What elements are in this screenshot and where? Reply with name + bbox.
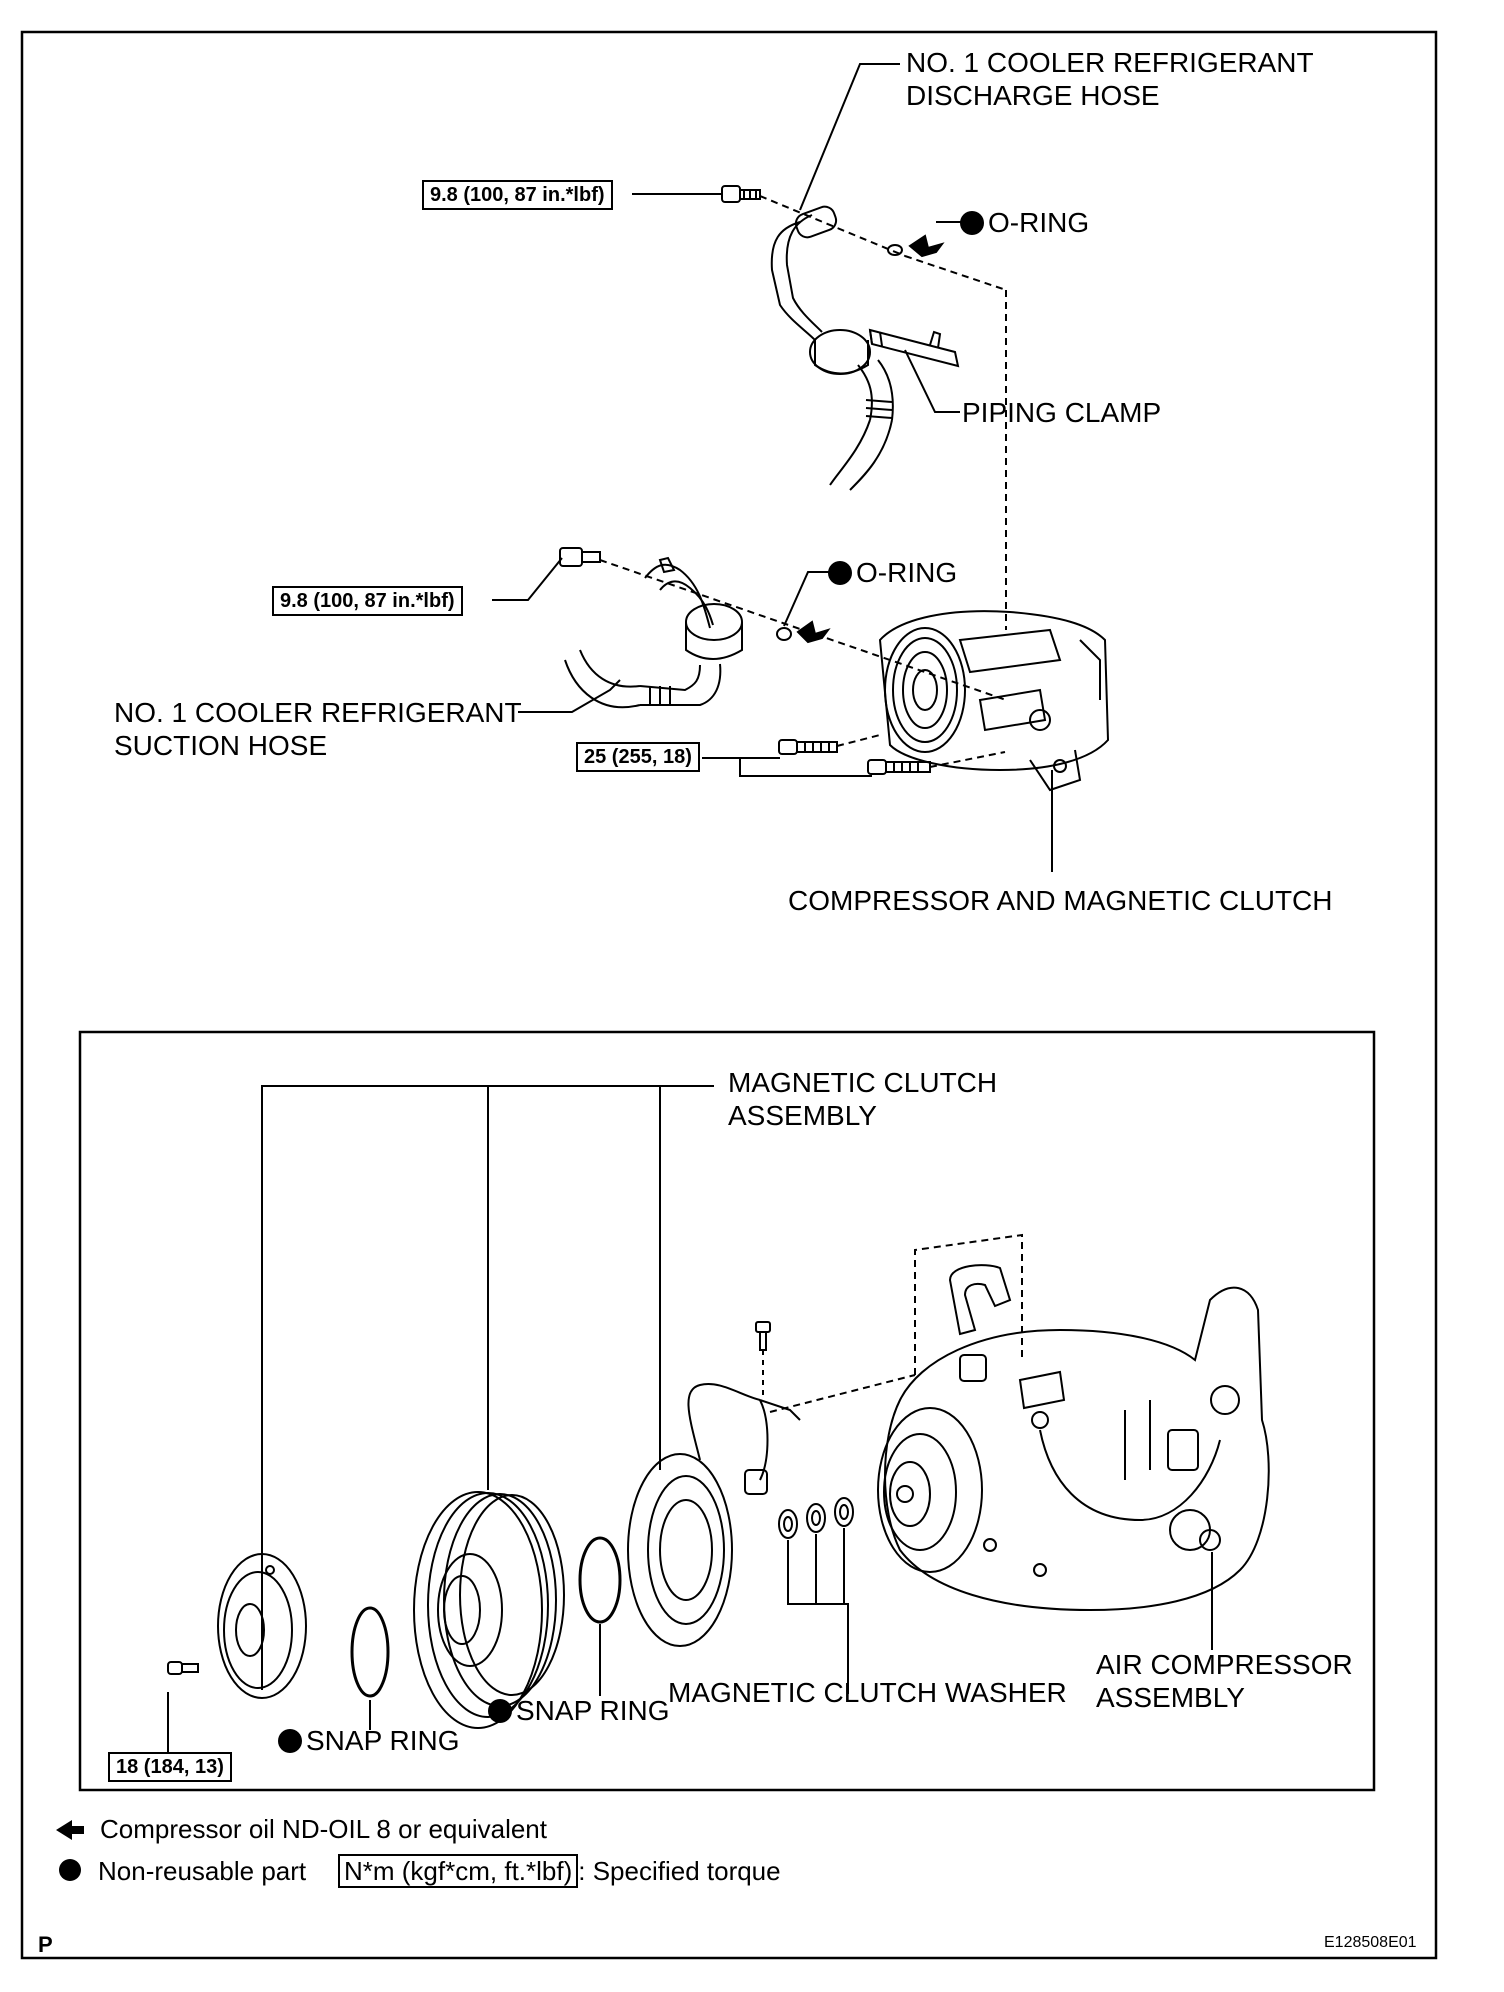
label-o-ring-lower: O-RING <box>828 556 957 589</box>
legend-torque: N*m (kgf*cm, ft.*lbf): Specified torque <box>338 1854 781 1888</box>
leader-discharge-hose <box>799 63 900 211</box>
legend-torque-text: : Specified torque <box>578 1856 781 1886</box>
label-o-ring-upper: O-RING <box>960 206 1089 239</box>
leader-torque-suction <box>492 557 563 601</box>
label-air-compressor: AIR COMPRESSOR ASSEMBLY <box>1096 1649 1353 1713</box>
leader-magnetic-clutch <box>261 1085 714 1690</box>
nonreusable-dot <box>278 1729 302 1753</box>
pressure-plate-bolt-drawing <box>167 1661 199 1675</box>
oil-arrow-lower <box>796 620 831 644</box>
torque-discharge-bolt: 9.8 (100, 87 in.*lbf) <box>422 180 613 210</box>
discharge-hose-drawing <box>770 205 894 491</box>
label-discharge-hose: NO. 1 COOLER REFRIGERANT DISCHARGE HOSE <box>906 47 1314 111</box>
o-ring-lower-drawing <box>776 627 792 641</box>
leader-torque-compressor <box>702 757 872 777</box>
page-letter: P <box>38 1932 53 1957</box>
leader-washers <box>787 1540 849 1694</box>
outer-frame <box>20 30 1438 1960</box>
stator-drawing <box>627 1383 801 1647</box>
air-compressor-drawing <box>877 1286 1270 1612</box>
legend-torque-box: N*m (kgf*cm, ft.*lbf) <box>338 1854 579 1888</box>
dashed-discharge-2 <box>904 255 1007 291</box>
nonreusable-dot <box>488 1699 512 1723</box>
pressure-plate-drawing <box>217 1553 307 1699</box>
dashed-discharge-1 <box>759 195 906 257</box>
snap-ring-2-drawing <box>578 1536 622 1624</box>
label-magnetic-clutch-assembly: MAGNETIC CLUTCH ASSEMBLY <box>728 1067 998 1131</box>
nonreusable-dot <box>960 211 984 235</box>
legend-oil-arrow <box>56 1820 84 1840</box>
nonreusable-dot <box>828 561 852 585</box>
label-magnetic-clutch-washer: MAGNETIC CLUTCH WASHER <box>668 1677 1067 1708</box>
dashed-ground <box>769 1374 916 1413</box>
torque-compressor-bolts: 25 (255, 18) <box>576 742 700 772</box>
washer-1 <box>778 1509 798 1539</box>
leader-piping-clamp <box>904 349 960 413</box>
label-compressor: COMPRESSOR AND MAGNETIC CLUTCH <box>788 885 1333 916</box>
label-suction-hose: NO. 1 COOLER REFRIGERANT SUCTION HOSE <box>114 697 522 761</box>
washer-3 <box>834 1497 854 1527</box>
washer-2 <box>806 1503 826 1533</box>
suction-hose-drawing <box>559 547 743 709</box>
dashed-bolt-1 <box>836 734 881 747</box>
torque-pressure-plate-bolt: 18 (184, 13) <box>108 1752 232 1782</box>
discharge-bolt-drawing <box>721 185 761 203</box>
oil-arrow-upper <box>908 234 945 258</box>
legend-oil: Compressor oil ND-OIL 8 or equivalent <box>100 1814 547 1844</box>
figure-code: E128508E01 <box>1324 1934 1417 1951</box>
leader-suction-hose <box>518 679 621 713</box>
piping-clamp-drawing <box>868 328 960 368</box>
torque-suction-bolt: 9.8 (100, 87 in.*lbf) <box>272 586 463 616</box>
legend-dot <box>59 1859 81 1881</box>
bracket-drawing <box>948 1264 1012 1336</box>
dashed-bolt-2 <box>929 751 1006 768</box>
compressor-top-drawing <box>878 610 1110 792</box>
legend-nonreusable: Non-reusable part <box>98 1856 307 1886</box>
label-piping-clamp: PIPING CLAMP <box>962 397 1162 428</box>
ground-screw-drawing <box>755 1321 771 1351</box>
compressor-bolts-drawing <box>778 739 931 775</box>
o-ring-upper-drawing <box>887 244 903 256</box>
dashed-bracket-box <box>914 1233 1023 1375</box>
snap-ring-1-drawing <box>350 1606 390 1698</box>
pulley-drawing <box>413 1491 565 1729</box>
leader-o-ring-lower <box>783 571 830 627</box>
inner-frame <box>78 1030 1376 1792</box>
label-snap-ring-1: SNAP RING <box>278 1724 460 1757</box>
label-snap-ring-2: SNAP RING <box>488 1694 670 1727</box>
